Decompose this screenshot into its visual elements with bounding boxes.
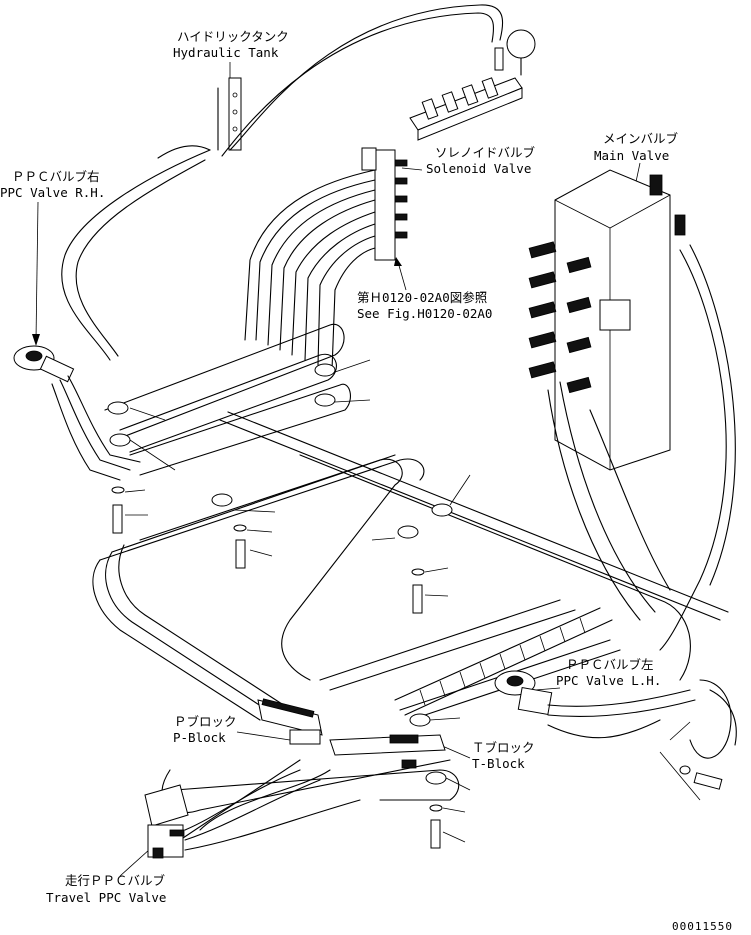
main-valve-label-jp: メインバルブ: [603, 131, 679, 146]
hydraulic-tank-bracket: [217, 77, 242, 151]
ppc-valve-rh-label-en: PPC Valve R.H.: [0, 185, 105, 200]
routing-hoses: [104, 244, 736, 681]
ppc-valve-rh: [13, 345, 141, 481]
hydraulic-tank-label-en: Hydraulic Tank: [173, 45, 279, 60]
ppc-valve-lh-label-en: PPC Valve L.H.: [556, 673, 661, 688]
solenoid-valve-label-en: Solenoid Valve: [426, 161, 531, 176]
bolts-washers: [111, 486, 723, 849]
t-block: [329, 734, 446, 769]
see-fig-label-jp: 第Ｈ0120-02A0図参照: [357, 290, 487, 305]
ppc-valve-lh-label-jp: ＰＰＣバルブ左: [566, 657, 654, 672]
hose-manifold-block: [244, 147, 408, 371]
p-block-label-en: P-Block: [173, 730, 226, 745]
accumulator-icon: [506, 29, 536, 59]
lower-loop-hoses: [92, 454, 621, 841]
ppc-valve-lh: [494, 670, 737, 759]
t-block-label-jp: Ｔブロック: [472, 740, 535, 755]
frame-band: [394, 607, 613, 716]
tank-return-hoses: [61, 4, 504, 361]
solenoid-valve: [409, 29, 536, 141]
p-block-label-jp: Ｐブロック: [174, 714, 237, 729]
main-valve: [528, 169, 686, 471]
drawing-number: 00011550: [672, 920, 733, 933]
see-fig-label-en: See Fig.H0120-02A0: [357, 306, 492, 321]
hydraulic-tank-label-jp: ハイドリックタンク: [177, 29, 289, 44]
main-valve-label-en: Main Valve: [594, 148, 669, 163]
travel-ppc-label-en: Travel PPC Valve: [46, 890, 166, 905]
solenoid-valve-label-jp: ソレノイドバルブ: [435, 145, 536, 160]
hose-clamps: [107, 359, 471, 791]
t-block-label-en: T-Block: [472, 756, 525, 771]
travel-ppc-label-jp: 走行ＰＰＣバルブ: [65, 873, 166, 888]
travel-ppc-valve: [144, 769, 361, 859]
p-block: [257, 698, 323, 745]
ppc-valve-rh-label-jp: ＰＰＣバルブ右: [12, 169, 100, 184]
